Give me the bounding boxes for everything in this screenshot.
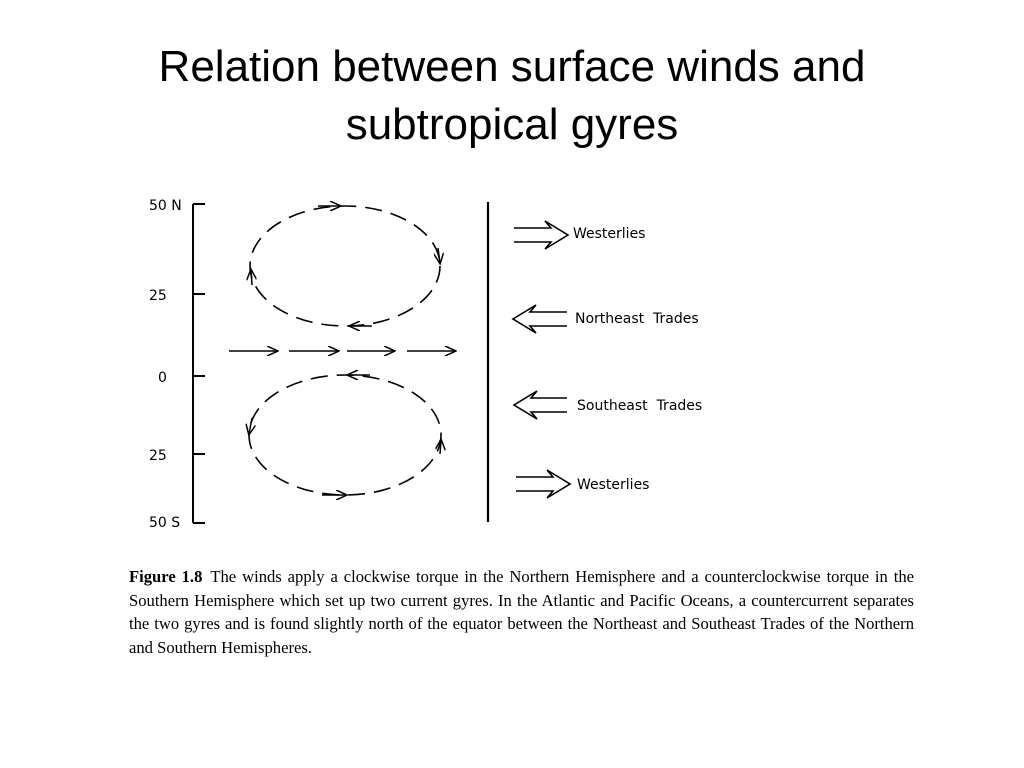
eastward-wind-arrow-icon — [516, 469, 572, 499]
southern-gyre-loop — [248, 374, 442, 496]
northern-gyre-loop — [249, 205, 441, 327]
gyre-arrow-north — [251, 270, 252, 286]
slide-title: Relation between surface winds and subtr… — [158, 42, 866, 149]
northern-gyre — [250, 206, 440, 326]
caption-text: The winds apply a clockwise torque in th… — [129, 567, 914, 657]
westerlies-north: Westerlies — [514, 220, 645, 250]
wind-label: Northeast Trades — [575, 311, 699, 327]
gyre-arrow-north — [440, 440, 441, 455]
eastward-wind-arrow-icon — [514, 220, 570, 250]
caption-label: Figure 1.8 — [129, 567, 203, 586]
latitude-label: 25 — [149, 448, 167, 464]
southeast-trades: Southeast Trades — [512, 390, 702, 420]
westward-wind-arrow-icon — [512, 390, 567, 420]
westerlies-south: Westerlies — [516, 469, 649, 499]
wind-legend: Westerlies Northeast Trades Southeast Tr… — [511, 220, 702, 499]
latitude-label: 25 — [149, 288, 167, 304]
wind-label: Westerlies — [577, 477, 649, 493]
wind-label: Westerlies — [573, 226, 645, 242]
northeast-trades: Northeast Trades — [511, 304, 699, 334]
latitude-label: 50 S — [149, 515, 180, 531]
gyre-arrow-south — [438, 247, 440, 263]
gyre-arrow-south — [249, 417, 252, 434]
latitude-label: 0 — [158, 370, 167, 386]
latitude-label: 50 N — [149, 198, 182, 214]
latitude-axis: 50 N 25 0 25 50 S — [149, 198, 205, 531]
southern-gyre — [249, 375, 441, 495]
westward-wind-arrow-icon — [511, 304, 567, 334]
wind-label: Southeast Trades — [577, 398, 702, 414]
